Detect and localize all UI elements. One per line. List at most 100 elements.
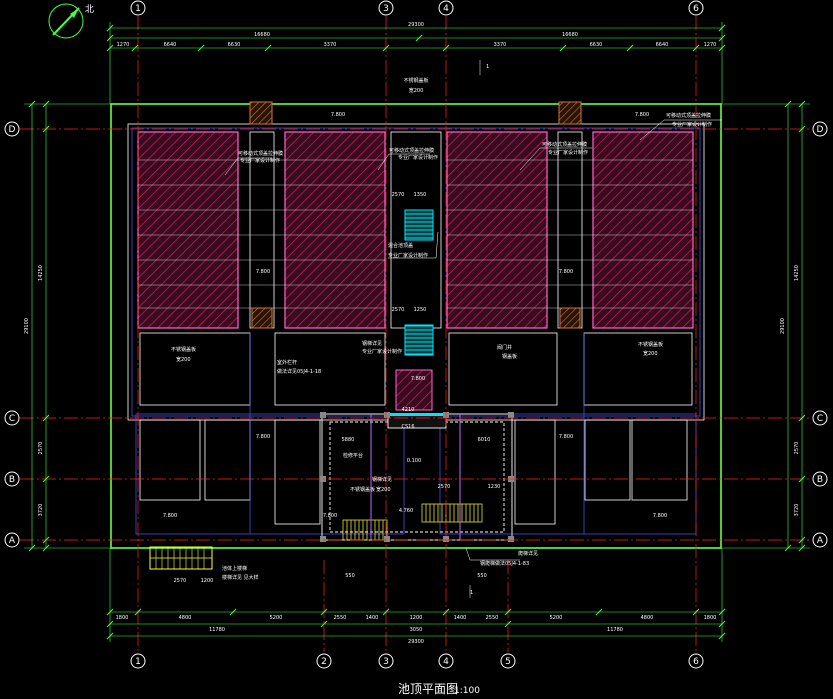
- dim-bot-seg-11: 1800: [704, 615, 717, 621]
- dim-center-1: 4210: [402, 407, 415, 413]
- axis-label-left-A: A: [9, 536, 16, 546]
- dim-center-9: 2570: [438, 484, 451, 490]
- note-valve-2: 钢盖板: [502, 353, 517, 360]
- dim-left-seg-2: 2570: [38, 442, 44, 455]
- pool-cover-area-1: [137, 131, 239, 329]
- dim-bot-seg-6: 1200: [410, 615, 423, 621]
- dim-center-8: 1230: [488, 484, 501, 490]
- drawing-title: 池顶平面图: [398, 682, 458, 696]
- note-valve-1: 阀门井: [497, 344, 512, 351]
- dim-top-overall: 29300: [408, 22, 424, 28]
- note-center-1: 检修平台: [343, 452, 363, 459]
- elevation-1: 7.800: [331, 112, 345, 118]
- dim-bot-half-1: 11780: [209, 627, 225, 633]
- note-cover-right-2: 宽200: [643, 350, 658, 357]
- note-mid-1: 混合池顶盖: [388, 242, 413, 249]
- north-arrow-icon: [48, 3, 84, 39]
- elevation-5: 7.800: [411, 376, 425, 382]
- dim-left-seg-3: 3720: [38, 504, 44, 517]
- dim-right-overall: 29100: [780, 318, 786, 334]
- dim-top-seg-4: 3370: [324, 42, 337, 48]
- dim-right-seg-1: 14250: [794, 265, 800, 281]
- center-platform: [321, 413, 513, 541]
- vent-block-top-right: [558, 101, 582, 125]
- dim-right-seg-2: 2570: [794, 442, 800, 455]
- dim-stair-1: 2570: [174, 578, 187, 584]
- note-cover-left-2: 宽200: [176, 356, 191, 363]
- dim-bot-seg-2: 4800: [179, 615, 192, 621]
- dim-bot-seg-1: 1800: [116, 615, 129, 621]
- axis-label-top-4: 4: [443, 4, 449, 14]
- note-pool-2a: 可移动式顶盖拉伸膜: [389, 147, 434, 154]
- note-door-2: 专业厂家设计制作: [362, 348, 402, 355]
- axis-label-bottom-3: 3: [383, 657, 389, 667]
- note-mid-2: 专业厂家设计制作: [388, 252, 428, 259]
- elevation-4: 7.800: [559, 269, 573, 275]
- dim-bot-overall: 29300: [408, 639, 424, 645]
- step-lines-1: [342, 519, 388, 541]
- north-label: 北: [85, 4, 94, 15]
- axis-bubbles: [4, 0, 828, 669]
- note-pool-1b: 专业厂家设计制作: [240, 157, 280, 164]
- dim-top-seg-1: 1270: [117, 42, 130, 48]
- dim-bot-seg-9: 5200: [550, 615, 563, 621]
- note-center-2: 不锈钢盖板: [350, 486, 375, 493]
- pool-ribs: [138, 159, 693, 309]
- step-lines-2: [421, 503, 483, 523]
- axis-label-bottom-2: 2: [321, 657, 327, 667]
- dim-center-10: 550: [345, 573, 355, 579]
- dim-bot-seg-3: 5200: [270, 615, 283, 621]
- dim-left-overall: 29100: [24, 318, 30, 334]
- dim-center-7: 1250: [414, 307, 427, 313]
- dim-center-3: 6010: [478, 437, 491, 443]
- axis-label-bottom-1: 1: [135, 657, 141, 667]
- note-top-center-2: 宽200: [409, 87, 424, 94]
- dim-top-half-2: 16680: [562, 32, 578, 38]
- pool-cover-area-3: [446, 131, 548, 329]
- center-cyan-bar: [388, 413, 446, 416]
- dim-center-2: 5880: [342, 437, 355, 443]
- note-pool-3b: 专业厂家设计制作: [548, 149, 588, 156]
- stair-bottom-left: [149, 546, 213, 570]
- violet-pipes: [370, 414, 461, 540]
- dim-bot-seg-8: 2550: [486, 615, 499, 621]
- dim-bot-half-2: 3050: [410, 627, 423, 633]
- section-mark-top: 1: [486, 64, 489, 70]
- dim-center-6: 2570: [392, 307, 405, 313]
- note-pool-4b: 专业厂家设计制作: [672, 121, 712, 128]
- dim-bot-half-3: 11780: [607, 627, 623, 633]
- axis-label-bottom-4: 4: [443, 657, 449, 667]
- note-bottom-right-2: 钢爬梯做法05J4-1-83: [480, 560, 529, 567]
- axis-label-right-C: C: [817, 414, 823, 424]
- note-cover-left-1: 不锈钢盖板: [171, 346, 196, 353]
- dim-top-seg-8: 1270: [704, 42, 717, 48]
- stair-lower: [404, 324, 434, 356]
- dim-top-half-1: 16680: [254, 32, 270, 38]
- dimension-ticks: [28, 24, 806, 640]
- axis-label-bottom-5: 5: [505, 657, 511, 667]
- note-stair-bottom-1: 池体上楼梯: [222, 565, 247, 572]
- axis-label-right-B: B: [817, 475, 823, 485]
- elevation-9: 7.800: [653, 513, 667, 519]
- axis-label-top-6: 6: [693, 4, 699, 14]
- note-pool-1a: 可移动式顶盖拉伸膜: [238, 150, 283, 157]
- vent-block-mid-right: [559, 307, 581, 329]
- dim-center-11: 550: [477, 573, 487, 579]
- lower-rooms-blue: [135, 333, 697, 535]
- note-pool-3a: 可移动式顶盖拉伸膜: [542, 141, 587, 148]
- dim-top-seg-7: 6640: [656, 42, 669, 48]
- axis-label-bottom-6: 6: [693, 657, 699, 667]
- center-block-label: CS16: [401, 424, 414, 430]
- stair-upper: [404, 209, 434, 241]
- elevation-3: 7.800: [256, 269, 270, 275]
- dimension-lines: [24, 22, 810, 642]
- elevation-12: 0.100: [407, 458, 421, 464]
- vent-block-top-left: [249, 101, 273, 125]
- dim-center-5: 1350: [414, 192, 427, 198]
- note-top-center-1: 不锈钢盖板: [403, 77, 428, 84]
- drawing-scale: 1:100: [454, 686, 480, 696]
- pool-cover-area-4: [592, 131, 694, 329]
- pool-cover-area-2: [284, 131, 386, 329]
- axis-label-right-A: A: [817, 536, 824, 546]
